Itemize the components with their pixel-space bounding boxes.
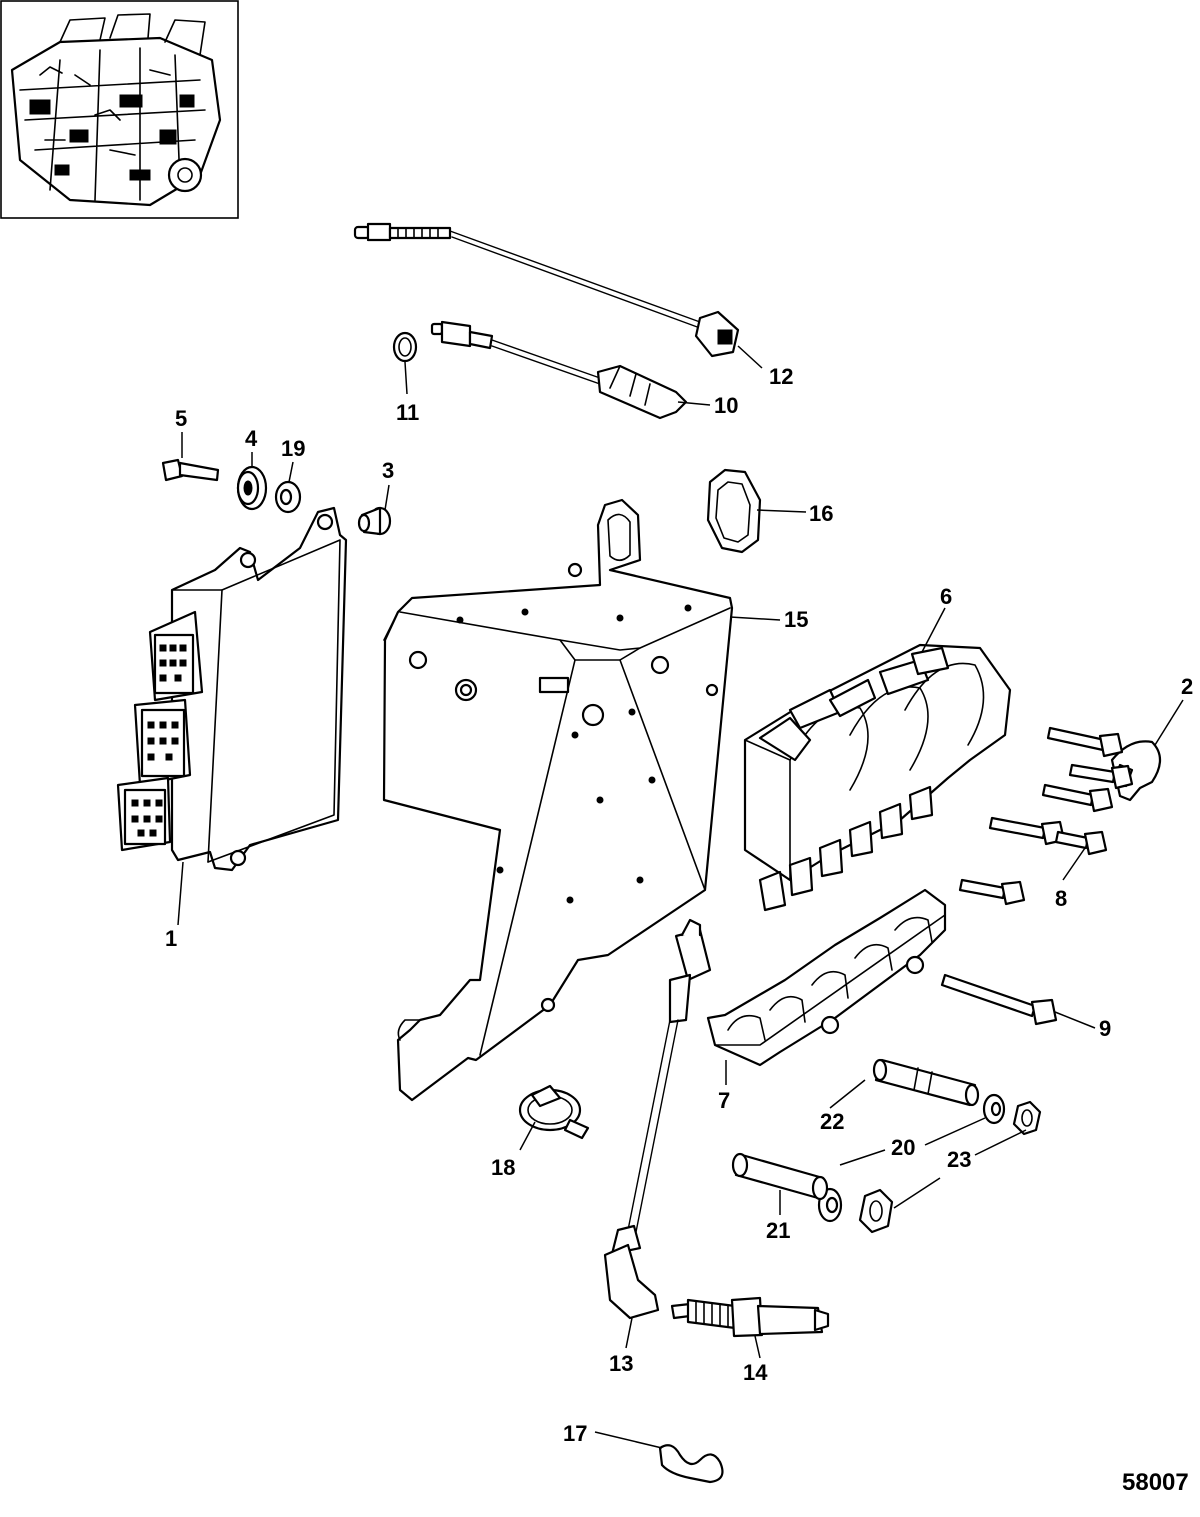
callout-4: 4 (245, 426, 258, 451)
leader-lines (177, 345, 1184, 1449)
engine-overview-icon (10, 13, 222, 207)
spark-plug-icon (670, 1296, 830, 1338)
callout-2: 2 (1181, 674, 1193, 699)
callout-15: 15 (784, 607, 808, 632)
grommet-icon (236, 465, 268, 511)
callout-5: 5 (175, 406, 187, 431)
callout-8: 8 (1055, 886, 1067, 911)
sensor-with-connector-icon (430, 320, 688, 420)
spark-plug-wire-icon (603, 918, 712, 1320)
mounting-bracket-icon (382, 498, 734, 1102)
bolt-icon (958, 726, 1134, 906)
spacer-sleeve-icon (731, 1152, 829, 1201)
hose-clamp-icon (518, 1084, 590, 1140)
callout-16: 16 (809, 501, 833, 526)
washer-icon (817, 1093, 1006, 1223)
coil-bracket-icon (706, 888, 947, 1067)
callout-12: 12 (769, 364, 793, 389)
spacer-icon (357, 506, 392, 536)
ignition-coil-pack-icon (743, 643, 1012, 912)
callout-21: 21 (766, 1218, 790, 1243)
callout-labels: 1 2 3 4 5 6 7 8 9 10 11 12 13 14 15 16 1… (165, 364, 1193, 1496)
o-ring-icon (392, 331, 418, 363)
engine-control-module-icon (116, 506, 348, 872)
callout-9: 9 (1099, 1016, 1111, 1041)
callout-11: 11 (396, 400, 419, 425)
callout-22: 22 (820, 1109, 844, 1134)
callout-3: 3 (382, 458, 394, 483)
callout-14: 14 (743, 1360, 768, 1385)
stud-icon (872, 1058, 980, 1107)
callout-18: 18 (491, 1155, 515, 1180)
gasket-icon (706, 468, 762, 554)
callout-7: 7 (718, 1088, 730, 1113)
callout-17: 17 (563, 1421, 587, 1446)
nut-icon (858, 1100, 1042, 1234)
callout-23: 23 (947, 1147, 971, 1172)
figure-id: 58007 (1122, 1469, 1189, 1496)
washer-icon (274, 480, 302, 514)
callout-19: 19 (281, 436, 305, 461)
callout-1: 1 (165, 926, 177, 951)
oxygen-sensor-icon (353, 222, 740, 358)
long-bolt-icon (940, 973, 1058, 1026)
callout-6: 6 (940, 584, 952, 609)
callout-13: 13 (609, 1351, 633, 1376)
engine-overview-inset (0, 0, 239, 219)
retaining-clip-icon (658, 1444, 724, 1484)
callout-20: 20 (891, 1135, 915, 1160)
callout-10: 10 (714, 393, 738, 418)
screw-icon (161, 458, 220, 482)
